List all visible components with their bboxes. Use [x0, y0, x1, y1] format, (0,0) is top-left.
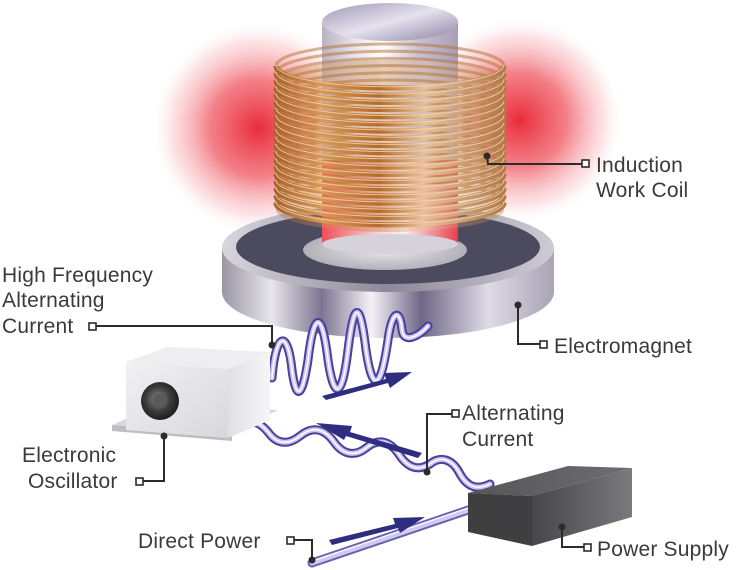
electronic-oscillator [112, 347, 278, 441]
coil-turn [273, 101, 507, 127]
flow-arrow-to-electromagnet [322, 372, 412, 400]
coil-turn [273, 72, 507, 98]
coil-turn [273, 115, 507, 141]
high-frequency-wire-highlight [271, 312, 429, 393]
leader-electromagnet [514, 301, 548, 349]
coil-turn-highlight [275, 79, 505, 102]
label-power-supply: Power Supply [597, 538, 729, 561]
coil-turn-highlight [275, 194, 505, 217]
coil-turn [273, 79, 507, 105]
coil-turn-back [274, 49, 506, 74]
coil-turn [273, 87, 507, 113]
leader-induction-work-coil [483, 152, 590, 168]
coil-turn [273, 202, 507, 228]
coil-turn [273, 151, 507, 177]
coil-turn-highlight [275, 107, 505, 131]
coil-turn [273, 144, 507, 170]
leader-high-frequency-ac [88, 322, 276, 349]
coil-turn-highlight [275, 136, 505, 160]
coil-turn-back [274, 42, 506, 67]
flow-arrows [316, 372, 425, 545]
flow-arrow-to-oscillator [316, 423, 422, 458]
coil-turn-highlight [275, 179, 505, 203]
coil-turn-highlight [275, 129, 505, 153]
leader-electronic-oscillator [135, 432, 168, 486]
coil-turn-highlight [275, 158, 505, 181]
induction-work-coil [273, 42, 507, 232]
coil-turns [273, 42, 507, 228]
coil-turn-back [274, 56, 506, 81]
coil-turn-highlight [275, 71, 505, 95]
coil-turn [273, 108, 507, 134]
coil-turn-highlight [275, 165, 505, 189]
coil-turn [273, 173, 507, 199]
coil-turn [273, 159, 507, 185]
leader-alternating-current [423, 409, 460, 476]
coil-turn-highlight [275, 93, 505, 117]
coil-turn [273, 195, 507, 221]
alternating-current-wire [227, 416, 495, 492]
coil-turn-highlight [275, 143, 505, 167]
coil-turn-highlight [275, 115, 505, 138]
label-electromagnet: Electromagnet [554, 335, 692, 358]
coil-turn [273, 180, 507, 206]
coil-turn [273, 123, 507, 149]
label-high-frequency-ac: High Frequency Alternating Current [2, 264, 159, 338]
coil-turn [273, 137, 507, 163]
coil-turn [273, 94, 507, 120]
coil-turn-highlight [275, 86, 505, 109]
coil-turn-highlight [275, 187, 505, 210]
label-electronic-oscillator: Electronic Oscillator [22, 444, 122, 493]
label-induction-work-coil: Induction Work Coil [596, 154, 689, 202]
leader-direct-power [286, 536, 316, 564]
power-supply [468, 466, 632, 546]
coil-turn [273, 187, 507, 213]
label-direct-power: Direct Power [138, 530, 261, 553]
coil-turn-highlight [275, 201, 505, 225]
coil-turn [273, 166, 507, 192]
coil-turn-highlight [275, 122, 505, 145]
label-alternating-current: Alternating Current [462, 402, 571, 451]
flow-arrow-to-power-supply [329, 517, 425, 545]
coil-turn-highlight [275, 151, 505, 174]
coil-turn [273, 130, 507, 156]
leader-power-supply [558, 523, 592, 552]
coil-turn-highlight [275, 100, 505, 124]
coil-turn-highlight [275, 172, 505, 196]
coil-turn [273, 65, 507, 91]
coil-turn-highlight [275, 64, 505, 88]
alternating-current-wire-highlight [231, 420, 491, 488]
